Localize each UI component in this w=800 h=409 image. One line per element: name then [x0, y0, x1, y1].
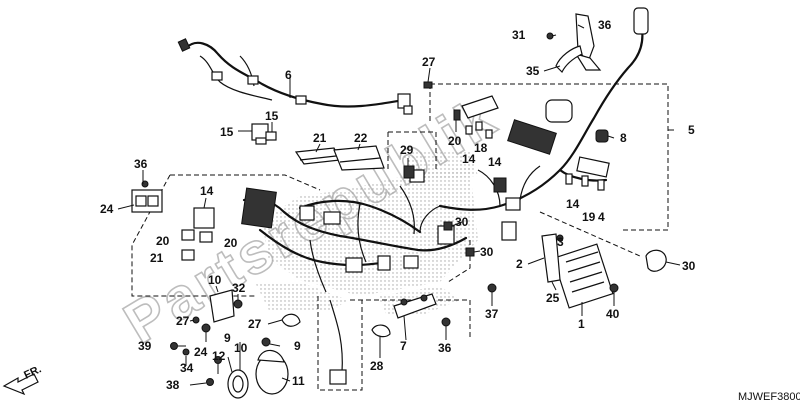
grommet-26 — [423, 81, 433, 89]
callout-7: 7 — [400, 339, 407, 353]
clip-30-upper — [443, 221, 453, 231]
callout-6: 6 — [285, 68, 292, 82]
callout-30b: 30 — [480, 245, 494, 259]
diagram-code: MJWEF3800 — [738, 391, 800, 403]
callout-22: 22 — [354, 131, 368, 145]
clamp-28 — [645, 249, 667, 272]
main-harness-5 — [419, 7, 649, 241]
relay-bracket-23 — [131, 180, 163, 213]
callout-27b: 28 — [370, 359, 384, 373]
callout-15b: 19 — [582, 210, 596, 224]
washer-33 — [182, 348, 190, 356]
callout-14c: 14 — [566, 197, 580, 211]
callout-21: 21 — [313, 131, 327, 145]
cover-21 — [294, 147, 341, 165]
callout-24a: 24 — [194, 345, 208, 359]
callout-15a: 18 — [474, 141, 488, 155]
callout-29: 29 — [400, 143, 414, 157]
callout-36a: 36 — [134, 157, 148, 171]
relay-18 — [251, 123, 269, 145]
callout-23: 24 — [100, 202, 114, 216]
callout-17: 14 — [200, 184, 214, 198]
callout-28: 30 — [682, 259, 696, 273]
bolt-39 — [170, 342, 178, 350]
terminals-14-15-upper — [465, 121, 493, 139]
callout-8: 8 — [620, 131, 627, 145]
callout-20b: 20 — [224, 236, 238, 250]
callout-numbers: 6 15 15 21 22 27 20 14 18 14 31 36 35 8 … — [100, 18, 696, 392]
callout-20a: 20 — [156, 234, 170, 248]
callout-35: 36 — [598, 18, 612, 32]
callout-32: 32 — [232, 281, 246, 295]
nut-24 — [201, 323, 211, 333]
bolt-40 — [609, 283, 619, 293]
regulator-rectifier-1 — [552, 243, 614, 309]
horn-12 — [255, 349, 289, 395]
callout-30a: 30 — [455, 215, 469, 229]
bracket-2-3 — [541, 233, 564, 283]
callout-10: 10 — [208, 273, 222, 287]
clamp-34 — [555, 45, 583, 74]
callout-24b: 25 — [546, 291, 560, 305]
callout-18: 15 — [220, 125, 234, 139]
bolt-38 — [206, 378, 214, 386]
bracket-35 — [574, 13, 602, 71]
main-wire-harness-body — [241, 169, 468, 385]
callout-11: 10 — [234, 341, 248, 355]
bolt-32 — [233, 299, 243, 309]
clip-19 — [265, 131, 277, 141]
callout-9a: 9 — [224, 331, 231, 345]
callout-27a: 27 — [248, 317, 262, 331]
nut-13 — [214, 356, 222, 364]
relays-20 — [181, 229, 213, 261]
callout-3: 3 — [557, 235, 564, 249]
callout-31: 31 — [512, 28, 526, 42]
clamp-27-lower — [371, 324, 391, 338]
callout-34: 35 — [526, 64, 540, 78]
callout-2: 2 — [516, 257, 523, 271]
callout-25: 27 — [176, 314, 190, 328]
leader-lines — [117, 24, 681, 386]
callout-5: 5 — [688, 123, 695, 137]
callout-20c: 21 — [150, 251, 164, 265]
callout-33: 34 — [180, 361, 194, 375]
callout-37: 37 — [485, 307, 499, 321]
band-27-upper — [281, 313, 301, 327]
group-boundaries — [131, 83, 669, 391]
bolt-37 — [487, 283, 497, 293]
bracket-7 — [393, 293, 437, 319]
washer-9 — [261, 337, 271, 347]
callout-16: 20 — [448, 134, 462, 148]
clip-29 — [403, 165, 415, 179]
callout-38: 38 — [166, 378, 180, 392]
callout-39: 39 — [138, 339, 152, 353]
horn-bracket-10 — [209, 289, 235, 323]
connector-strip-16 — [453, 95, 499, 121]
callout-19: 15 — [265, 109, 279, 123]
cover-22 — [333, 145, 385, 171]
callout-14b: 14 — [488, 155, 502, 169]
callout-36b: 36 — [438, 341, 452, 355]
callout-9b: 9 — [294, 339, 301, 353]
clip-30-lower — [465, 247, 475, 257]
horn-11 — [227, 369, 249, 399]
callout-12: 11 — [292, 374, 305, 388]
front-arrow-label: FR. — [22, 363, 43, 381]
front-direction-arrow: FR. — [2, 363, 43, 396]
relay-17 — [193, 207, 215, 229]
callout-14a: 14 — [462, 152, 476, 166]
callout-13: 12 — [212, 349, 226, 363]
grommet-8 — [595, 129, 609, 143]
callout-40: 40 — [606, 307, 620, 321]
terminals-14-15-right — [565, 173, 605, 191]
bolt-36-lower — [441, 317, 451, 327]
callout-4: 4 — [598, 210, 605, 224]
callout-1: 1 — [578, 317, 585, 331]
callout-26: 27 — [422, 55, 436, 69]
sub-harness-6 — [177, 38, 413, 115]
